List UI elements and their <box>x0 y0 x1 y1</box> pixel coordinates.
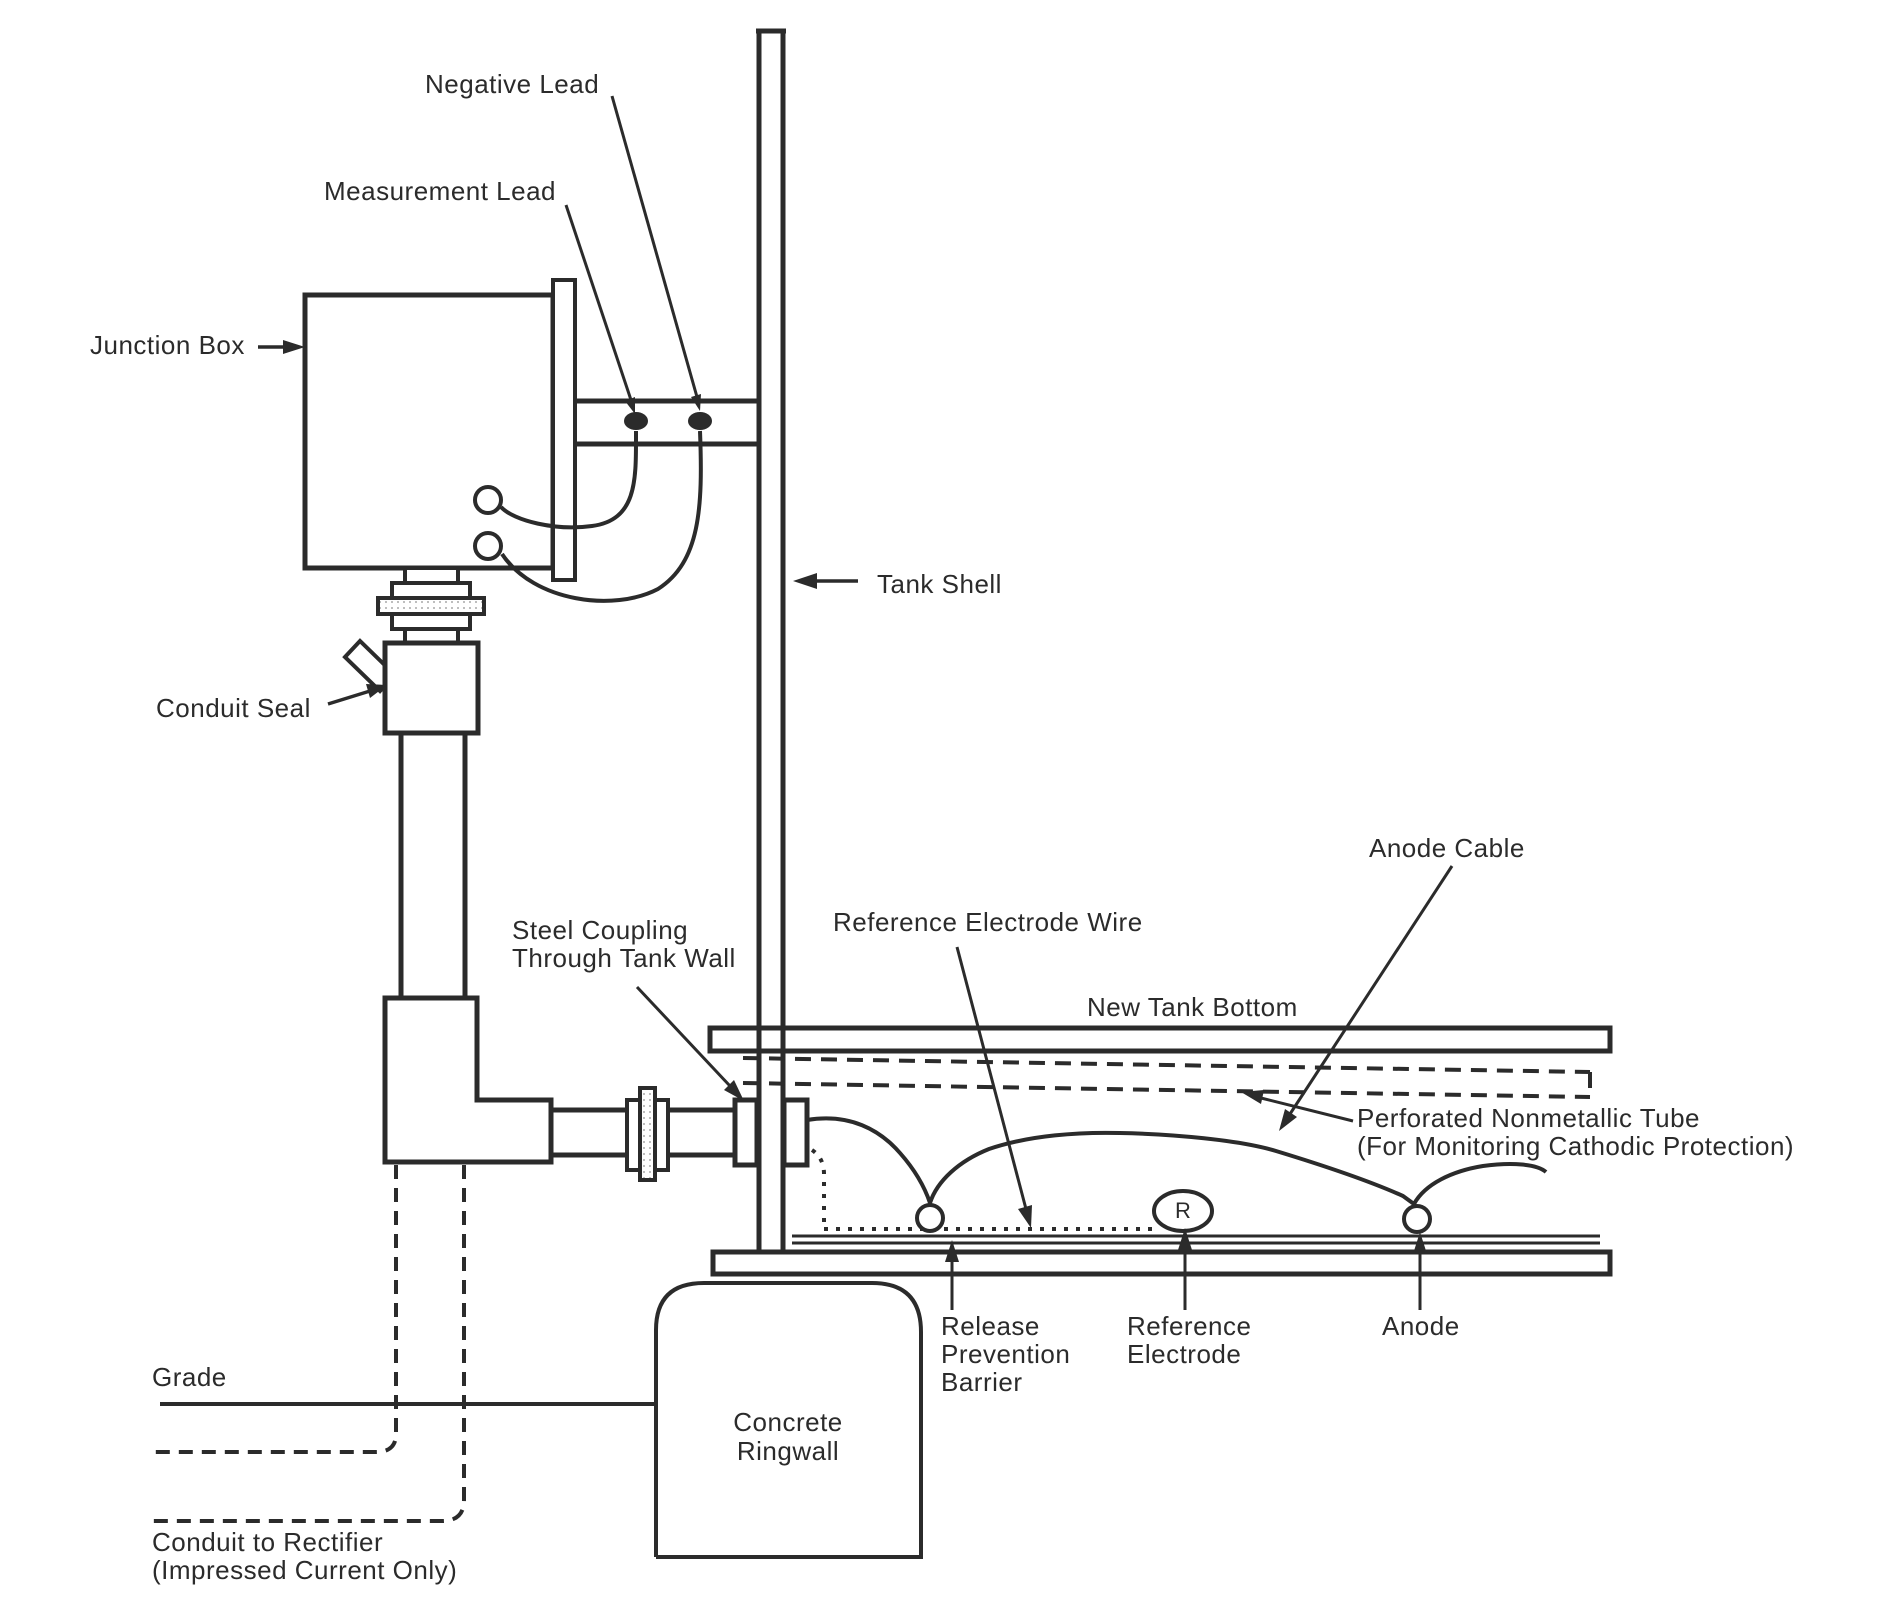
label-junction-box: Junction Box <box>90 330 245 360</box>
perforated-tube-dashed <box>742 1056 1592 1099</box>
label-release-line3: Barrier <box>941 1367 1023 1397</box>
reference-electrode-wire-line <box>810 1148 1152 1231</box>
label-steel-coupling: Steel Coupling Through Tank Wall <box>512 916 736 972</box>
label-negative-lead: Negative Lead <box>425 69 600 99</box>
label-anode-cable: Anode Cable <box>1369 833 1525 863</box>
steel-coupling-inner <box>781 1097 810 1168</box>
measurement-lead-bolt <box>624 412 648 430</box>
label-conduit-rectifier-line2: (Impressed Current Only) <box>152 1555 458 1585</box>
label-reference-line1: Reference <box>1127 1311 1252 1341</box>
anode-circle <box>1402 1204 1432 1234</box>
horizontal-pipe-right <box>668 1107 735 1158</box>
label-perforated-tube-line1: Perforated Nonmetallic Tube <box>1357 1103 1701 1133</box>
terminal-lower <box>473 531 503 561</box>
horizontal-pipe-left <box>551 1107 627 1158</box>
label-anode: Anode <box>1382 1311 1460 1341</box>
negative-lead-leader <box>610 95 699 398</box>
conduit-union <box>376 596 486 616</box>
anode-cable-line <box>806 1116 1548 1210</box>
label-ringwall-line2: Ringwall <box>736 1436 840 1466</box>
negative-lead-wire <box>500 430 703 603</box>
label-perforated-tube: Perforated Nonmetallic Tube (For Monitor… <box>1357 1104 1794 1160</box>
reference-wire-arrowhead-icon <box>1018 1205 1032 1228</box>
label-new-tank-bottom: New Tank Bottom <box>1087 992 1298 1022</box>
vertical-conduit-pipe <box>398 733 468 998</box>
conduit-fitting-2 <box>390 581 472 600</box>
label-release-prevention-barrier: Release Prevention Barrier <box>941 1312 1070 1396</box>
tank-shell-wall <box>756 28 786 1252</box>
conduit-seal-leader <box>327 689 371 706</box>
conduit-fitting-3 <box>390 612 472 631</box>
label-reference-electrode-symbol: R <box>1175 1198 1191 1223</box>
label-release-line1: Release <box>941 1311 1040 1341</box>
steel-coupling-arrowhead-icon <box>724 1080 744 1101</box>
label-ringwall-line1: Concrete <box>733 1407 843 1437</box>
label-concrete-ringwall: Concrete Ringwall <box>688 1408 888 1466</box>
left-anode-circle <box>915 1203 945 1233</box>
reference-wire-leader <box>955 946 1028 1210</box>
tank-shell-arrowhead-icon <box>793 573 817 589</box>
anode-arrowhead-icon <box>1413 1232 1427 1254</box>
conduit-seal-arrowhead-icon <box>366 684 387 698</box>
steel-coupling-leader <box>635 985 732 1088</box>
new-tank-bottom-plate <box>707 1025 1613 1054</box>
label-grade: Grade <box>152 1362 227 1392</box>
measurement-lead-arrowhead-icon <box>625 397 635 414</box>
mounting-bracket <box>575 398 757 447</box>
pipe-flange-right <box>653 1098 670 1172</box>
label-measurement-lead: Measurement Lead <box>324 176 557 206</box>
label-release-line2: Prevention <box>941 1339 1071 1369</box>
terminal-upper <box>473 485 503 515</box>
label-perforated-tube-line2: (For Monitoring Cathodic Protection) <box>1357 1131 1795 1161</box>
negative-lead-arrowhead-icon <box>691 394 701 411</box>
lower-foundation-plate <box>710 1249 1613 1277</box>
perforated-tube-leader <box>1260 1096 1354 1123</box>
reference-electrode-circle <box>1152 1189 1214 1233</box>
anode-cable-arrowhead-icon <box>1279 1109 1297 1131</box>
conduit-dashed-right <box>153 1165 466 1523</box>
conduit-elbow <box>382 995 554 1165</box>
label-reference-electrode-wire: Reference Electrode Wire <box>833 907 1143 937</box>
release-barrier-arrowhead-icon <box>945 1240 959 1262</box>
junction-box-body <box>302 292 556 571</box>
reference-electrode-arrowhead-icon <box>1178 1228 1192 1250</box>
anode-cable-leader <box>1288 865 1454 1115</box>
negative-lead-bolt <box>688 412 712 430</box>
conduit-fitting-1 <box>403 566 460 585</box>
label-steel-coupling-line1: Steel Coupling <box>512 915 689 945</box>
label-reference-electrode: Reference Electrode <box>1127 1312 1251 1368</box>
label-conduit-to-rectifier: Conduit to Rectifier (Impressed Current … <box>152 1528 457 1584</box>
label-reference-line2: Electrode <box>1127 1339 1242 1369</box>
conduit-seal-body <box>382 640 481 736</box>
label-tank-shell: Tank Shell <box>877 569 1002 599</box>
release-prevention-barrier-line <box>792 1234 1600 1245</box>
label-steel-coupling-line2: Through Tank Wall <box>512 943 736 973</box>
concrete-ringwall-outline <box>654 1281 923 1559</box>
conduit-dashed-left <box>153 1165 398 1454</box>
junction-box-backplate <box>551 278 577 582</box>
steel-coupling-outer <box>732 1097 760 1168</box>
label-conduit-seal: Conduit Seal <box>156 693 311 723</box>
junction-box-arrowhead-icon <box>283 340 305 354</box>
pipe-flange-middle <box>638 1086 657 1182</box>
measurement-lead-leader <box>564 204 633 401</box>
label-conduit-rectifier-line1: Conduit to Rectifier <box>152 1527 384 1557</box>
measurement-lead-wire <box>499 430 639 530</box>
perforated-tube-arrowhead-icon <box>1241 1090 1264 1104</box>
